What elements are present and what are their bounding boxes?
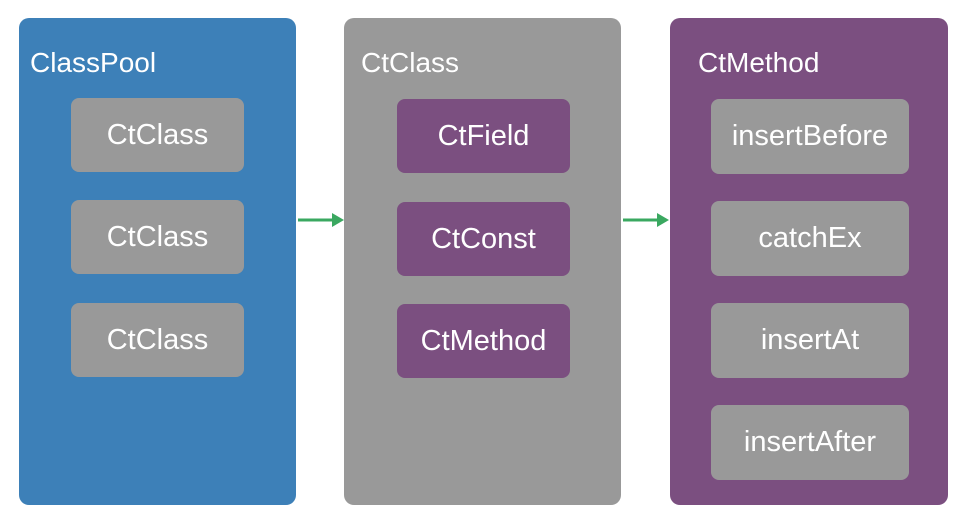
ctclass-panel: CtClass CtField CtConst CtMethod: [344, 18, 621, 505]
ctmethod-item-insertafter: insertAfter: [711, 405, 909, 480]
classpool-item-ctclass-2: CtClass: [71, 200, 244, 274]
arrow-right-icon: [298, 213, 344, 227]
ctmethod-item-insertbefore: insertBefore: [711, 99, 909, 174]
ctclass-title: CtClass: [361, 47, 460, 78]
ctclass-item-ctmethod: CtMethod: [397, 304, 570, 378]
ctmethod-panel: CtMethod insertBefore catchEx insertAt i…: [670, 18, 948, 505]
ctclass-item-ctconst: CtConst: [397, 202, 570, 276]
ctmethod-item-catchex: catchEx: [711, 201, 909, 276]
classpool-title: ClassPool: [30, 47, 157, 78]
classpool-panel: ClassPool CtClass CtClass CtClass: [19, 18, 296, 505]
ctmethod-title: CtMethod: [698, 47, 820, 78]
arrow-right-icon: [623, 213, 669, 227]
classpool-item-ctclass-1: CtClass: [71, 98, 244, 172]
ctmethod-item-insertat: insertAt: [711, 303, 909, 378]
classpool-item-ctclass-3: CtClass: [71, 303, 244, 377]
ctclass-item-ctfield: CtField: [397, 99, 570, 173]
